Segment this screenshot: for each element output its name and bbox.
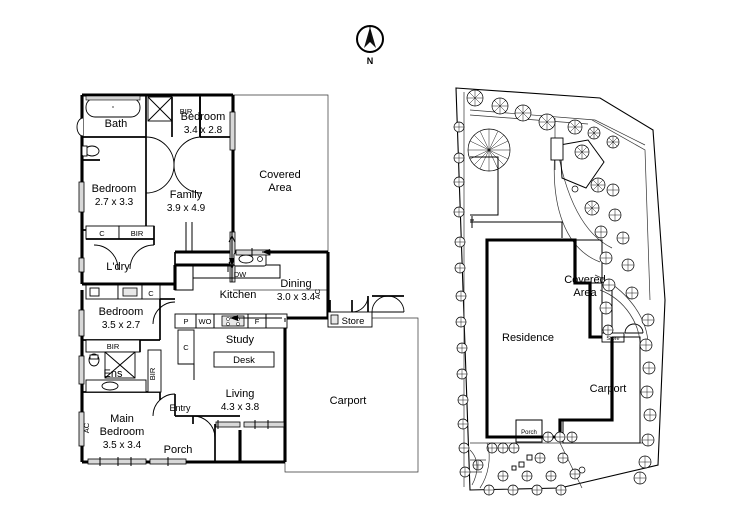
window-ensuite bbox=[78, 355, 85, 385]
room-bedroom-4: Bedroom 3.5 x 2.7 BIR bbox=[78, 298, 176, 353]
room-covered-area: Covered Area bbox=[233, 94, 329, 291]
site-porch-label: Porch bbox=[521, 430, 537, 436]
main-bedroom-dim: 3.5 x 3.4 bbox=[103, 440, 142, 451]
covered-area-label: Covered bbox=[259, 169, 301, 181]
room-study: P WO F C Study Desk bbox=[174, 313, 288, 380]
room-family: Family 3.9 x 4.9 bbox=[145, 136, 236, 283]
family-dim: 3.9 x 4.9 bbox=[167, 203, 206, 214]
basin-icon bbox=[76, 117, 84, 137]
room-ensuite: Ens BIR bbox=[78, 340, 162, 393]
site-plan-group: Residence Covered Area Store Carport Por… bbox=[453, 87, 666, 496]
fridge-label: F bbox=[255, 317, 260, 326]
bedroom4-label: Bedroom bbox=[99, 306, 144, 318]
bedroom2-label: Bedroom bbox=[181, 111, 226, 123]
ac-label-main-bedroom: AC bbox=[82, 422, 91, 433]
ensuite-label: Ens bbox=[104, 368, 123, 380]
room-laundry: L'dry C bbox=[78, 244, 161, 300]
bedroom3-label: Bedroom bbox=[92, 183, 137, 195]
room-living: Living 4.3 x 3.8 bbox=[221, 388, 260, 413]
family-label: Family bbox=[170, 189, 203, 201]
site-covered-label: Covered bbox=[564, 274, 606, 286]
store-box bbox=[327, 311, 373, 328]
bedroom4-dim: 3.5 x 2.7 bbox=[102, 320, 141, 331]
porch-opening-2 bbox=[243, 421, 285, 428]
main-bedroom-label: Main bbox=[110, 413, 134, 425]
cupboard-laundry bbox=[141, 284, 161, 300]
room-main-bedroom: Main Bedroom 3.5 x 3.4 AC bbox=[78, 392, 240, 466]
dining-dim: 3.0 x 3.4 bbox=[277, 292, 316, 303]
bir-label-ensuite: BIR bbox=[148, 367, 157, 380]
site-deck bbox=[559, 139, 605, 189]
bath-label: Bath bbox=[105, 118, 128, 130]
stepping-stone bbox=[526, 454, 533, 461]
c-label-laundry: C bbox=[148, 289, 154, 298]
room-store: Store bbox=[327, 295, 405, 328]
dishwasher-label: DW bbox=[234, 270, 247, 279]
site-deck-step bbox=[550, 137, 564, 161]
living-dim: 4.3 x 3.8 bbox=[221, 402, 260, 413]
site-covered-label2: Area bbox=[573, 287, 597, 299]
bedroom3-dim: 2.7 x 3.3 bbox=[95, 197, 134, 208]
bir-label-bedroom3: BIR bbox=[131, 229, 144, 238]
room-carport: Carport bbox=[284, 317, 419, 473]
site-residence-label: Residence bbox=[502, 332, 554, 344]
site-tree-large bbox=[467, 128, 511, 172]
c-label-bedroom3: C bbox=[99, 229, 105, 238]
desk-icon bbox=[213, 351, 275, 368]
window-main-bedroom-south bbox=[87, 458, 147, 465]
site-side-structure bbox=[470, 156, 499, 216]
carport-label: Carport bbox=[330, 395, 367, 407]
living-label: Living bbox=[226, 388, 255, 400]
room-kitchen: Kitchen DW bbox=[174, 248, 326, 301]
room-entry: Entry bbox=[169, 403, 216, 439]
window-bedroom4 bbox=[78, 309, 85, 337]
entry-label: Entry bbox=[169, 403, 191, 413]
ac-label-dining: AC bbox=[313, 288, 322, 299]
room-dining: Dining 3.0 x 3.4 AC bbox=[277, 278, 322, 303]
window-bedroom3 bbox=[78, 181, 85, 213]
stepping-stone bbox=[511, 465, 517, 471]
wall-oven-label: WO bbox=[199, 317, 212, 326]
window-bedroom2 bbox=[229, 111, 236, 151]
compass-label: N bbox=[367, 56, 374, 66]
bedroom2-dim: 3.4 x 2.8 bbox=[184, 125, 223, 136]
room-bath: BIR Bath bbox=[76, 95, 201, 157]
compass-north-icon bbox=[356, 25, 384, 53]
window-main-bedroom bbox=[78, 411, 85, 447]
room-bedroom-2: Bedroom 3.4 x 2.8 bbox=[181, 95, 236, 151]
site-porch-box bbox=[515, 419, 543, 443]
stepping-stone bbox=[518, 461, 525, 468]
pantry-label: P bbox=[183, 317, 188, 326]
site-carport-label: Carport bbox=[590, 383, 627, 395]
study-label: Study bbox=[226, 334, 255, 346]
porch-label: Porch bbox=[164, 444, 193, 456]
window-laundry bbox=[78, 257, 85, 273]
bir-ensuite bbox=[147, 349, 162, 393]
floor-plan-group: Covered Area Carport bbox=[76, 93, 419, 473]
cooktop-icon bbox=[221, 315, 245, 327]
bir-label-bath: BIR bbox=[180, 107, 193, 116]
main-bedroom-label2: Bedroom bbox=[100, 426, 145, 438]
kitchen-label: Kitchen bbox=[220, 289, 257, 301]
room-porch: Porch bbox=[164, 420, 285, 462]
c-label-study: C bbox=[183, 343, 189, 352]
bir-label-bedroom4: BIR bbox=[107, 342, 120, 351]
dining-label: Dining bbox=[280, 278, 311, 290]
covered-area-label2: Area bbox=[268, 182, 292, 194]
store-label: Store bbox=[342, 316, 365, 327]
room-bedroom-3: Bedroom 2.7 x 3.3 C BIR bbox=[78, 155, 155, 245]
site-planting bbox=[453, 89, 657, 496]
porch-opening bbox=[215, 421, 241, 428]
desk-label: Desk bbox=[233, 355, 255, 366]
